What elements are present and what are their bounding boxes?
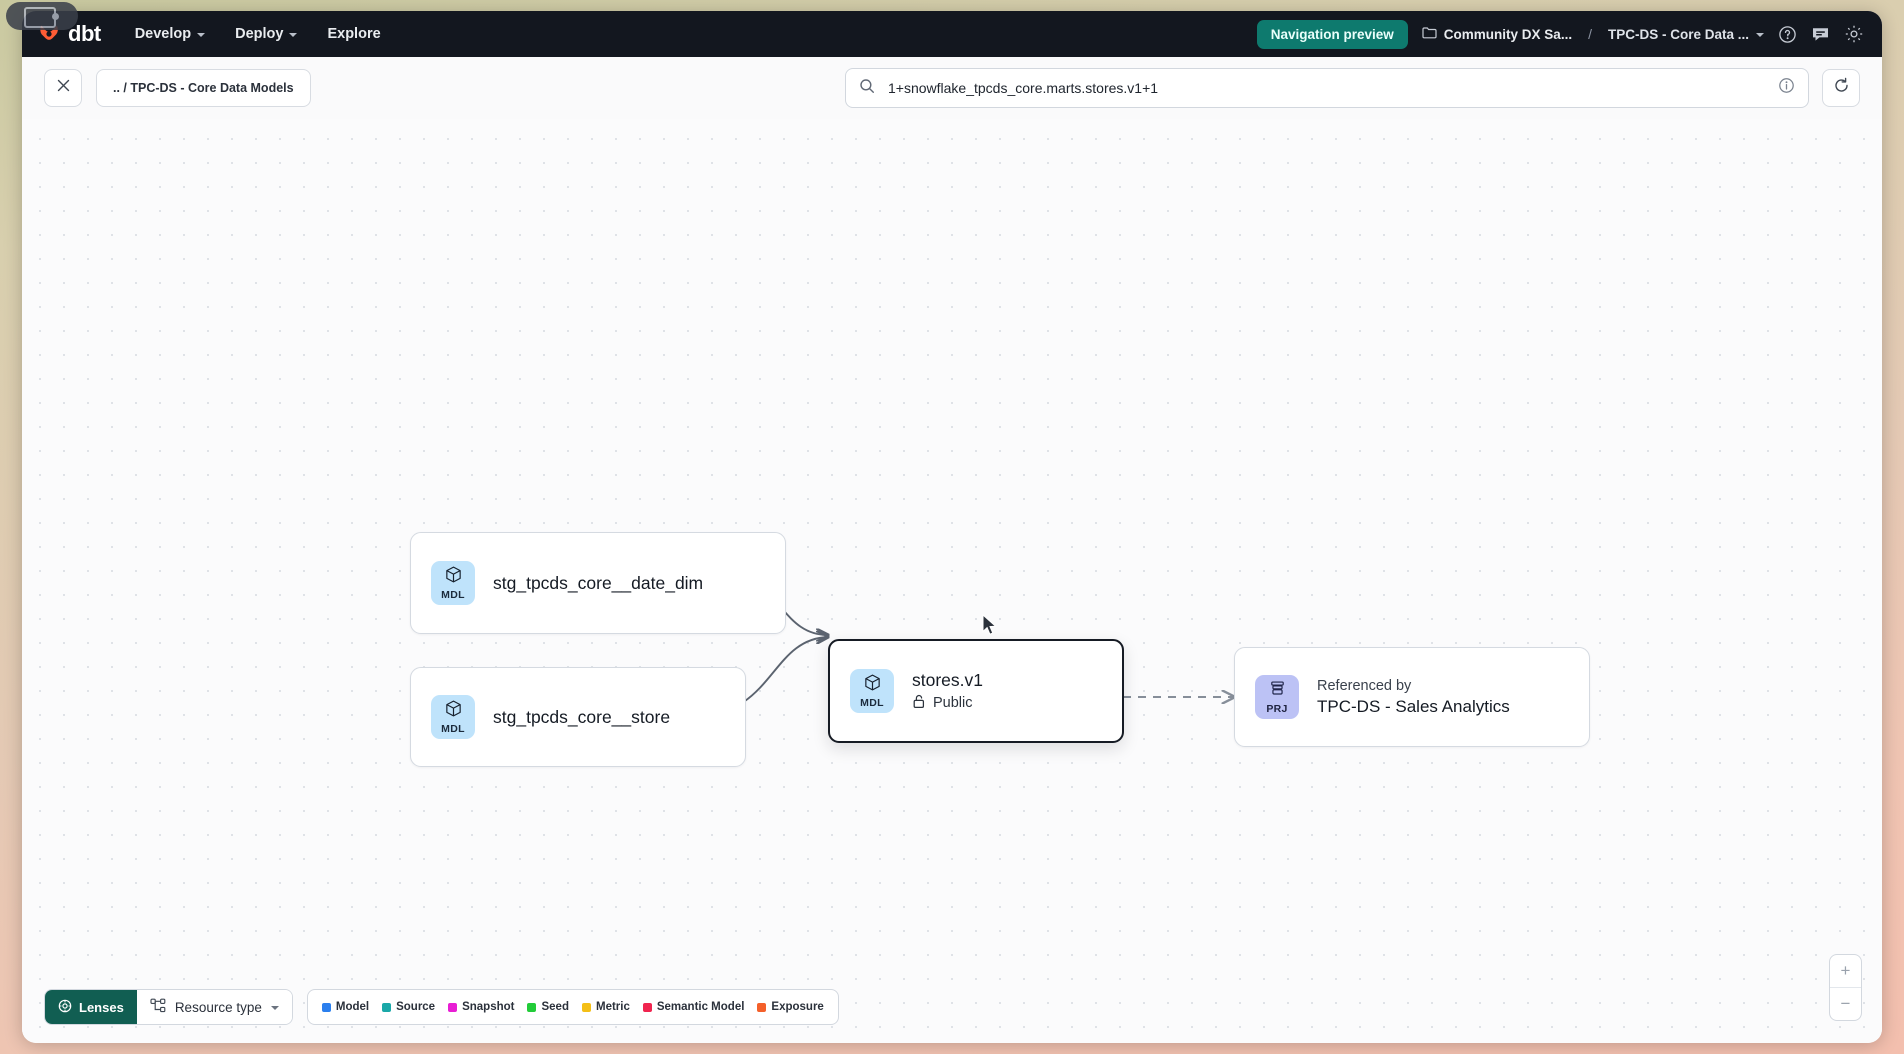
legend-label: Model [335,1001,370,1013]
node-badge-label: PRJ [1266,703,1288,716]
canvas-bottom-controls: Lenses Resource type Model Source [44,989,839,1025]
folder-icon [1422,26,1437,42]
graph-node-sales-analytics-project[interactable]: PRJ Referenced by TPC-DS - Sales Analyti… [1234,647,1590,747]
legend-item: Source [382,1001,435,1013]
feedback-chat-icon[interactable] [1811,25,1830,43]
node-title: stores.v1 [912,669,983,690]
lineage-edges [693,581,1882,717]
os-window-nub [6,2,78,30]
window-dot-icon [52,13,59,20]
account-breadcrumb[interactable]: Community DX Sa... [1422,26,1572,42]
node-badge-label: MDL [860,697,884,710]
legend-label: Metric [595,1001,630,1013]
nav-link-explore-label: Explore [327,26,381,42]
legend-swatch-snapshot [448,1002,458,1012]
refresh-button[interactable] [1822,69,1860,107]
legend-swatch-seed [527,1002,537,1012]
cube-icon [444,699,463,723]
graph-node-stores-v1[interactable]: MDL stores.v1 Public [828,639,1124,743]
legend-label: Semantic Model [656,1001,745,1013]
legend-swatch-semantic-model [642,1002,652,1012]
info-circle-icon[interactable] [1778,77,1795,99]
lineage-toolbar: .. / TPC-DS - Core Data Models [22,57,1882,119]
legend-label: Snapshot [462,1001,515,1013]
chevron-down-icon [289,33,298,37]
legend-label: Source [396,1001,436,1013]
node-badge-label: MDL [441,589,465,602]
node-access: Public [912,694,983,713]
legend-swatch-source [382,1002,392,1012]
nav-link-explore[interactable]: Explore [327,26,380,42]
graph-node-stg-store[interactable]: MDL stg_tpcds_core__store [410,667,746,767]
nodes-icon [150,998,166,1016]
legend-swatch-model [321,1002,331,1012]
search-input[interactable] [886,79,1767,97]
top-navigation-bar: dbt Develop Deploy Explore Navigation pr… [22,11,1882,57]
node-title: TPC-DS - Sales Analytics [1317,696,1510,716]
legend-swatch-metric [581,1002,591,1012]
node-text-stack: stores.v1 Public [912,670,983,713]
dbt-logo-icon [36,21,62,47]
node-badge-prj: PRJ [1255,675,1299,719]
lens-icon [58,999,72,1016]
nav-link-develop-label: Develop [134,26,192,42]
resource-type-dropdown[interactable]: Resource type [136,990,292,1024]
node-kicker: Referenced by [1317,677,1412,694]
breadcrumb-separator: / [1588,26,1592,42]
legend-label: Seed [541,1001,569,1013]
nav-link-deploy[interactable]: Deploy [235,26,298,42]
graph-node-stg-date-dim[interactable]: MDL stg_tpcds_core__date_dim [410,532,786,634]
legend-swatch-exposure [757,1002,767,1012]
legend-item: Exposure [757,1001,824,1013]
chevron-down-icon [197,33,206,37]
zoom-in-button[interactable]: + [1830,955,1861,988]
lenses-button[interactable]: Lenses [45,990,137,1024]
resource-type-label: Resource type [174,999,262,1015]
lens-control-group: Lenses Resource type [44,989,293,1025]
legend-item: Semantic Model [642,1001,745,1013]
search-area [845,68,1860,108]
nav-link-develop[interactable]: Develop [134,26,206,42]
node-badge-mdl: MDL [431,561,475,605]
legend-item: Snapshot [448,1001,514,1013]
project-breadcrumb[interactable]: TPC-DS - Core Data ... [1608,27,1764,42]
nav-links: Develop Deploy Explore [135,26,381,42]
close-button[interactable] [44,69,82,107]
zoom-out-button[interactable]: − [1840,994,1851,1013]
breadcrumb[interactable]: .. / TPC-DS - Core Data Models [96,69,311,107]
project-name: TPC-DS - Core Data ... [1607,26,1749,42]
close-icon [56,78,71,98]
legend-item: Model [321,1001,370,1013]
lineage-search-box[interactable] [845,68,1809,108]
node-badge-label: MDL [441,723,465,736]
zoom-controls: + − [1829,954,1862,1021]
legend-label: Exposure [771,1001,824,1013]
node-badge-mdl: MDL [431,695,475,739]
cube-icon [444,565,463,589]
legend-item: Seed [527,1001,569,1013]
node-title: stg_tpcds_core__date_dim [493,572,704,593]
help-circle-icon[interactable] [1778,25,1797,44]
resource-type-legend: Model Source Snapshot Seed Metric [306,989,839,1025]
refresh-icon [1833,77,1850,99]
lineage-canvas[interactable]: MDL stg_tpcds_core__date_dim MDL stg_tpc… [22,119,1882,1043]
navigation-preview-button[interactable]: Navigation preview [1256,19,1408,49]
legend-item: Metric [581,1001,630,1013]
nav-link-deploy-label: Deploy [235,26,284,42]
nav-right-cluster: Navigation preview Community DX Sa... / … [1256,19,1864,49]
account-name: Community DX Sa... [1443,26,1573,42]
node-text-stack: Referenced by TPC-DS - Sales Analytics [1317,678,1510,717]
chevron-down-icon [1756,33,1764,37]
cube-icon [863,673,882,697]
chevron-down-icon [270,1006,279,1010]
node-badge-mdl: MDL [850,669,894,713]
node-title: stg_tpcds_core__store [493,706,671,727]
gear-icon[interactable] [1844,24,1864,44]
node-access-label: Public [933,695,973,711]
lenses-label: Lenses [79,999,124,1015]
search-icon [859,78,875,99]
project-stack-icon [1268,679,1287,703]
unlock-icon [912,694,926,713]
app-window: dbt Develop Deploy Explore Navigation pr… [22,11,1882,1043]
